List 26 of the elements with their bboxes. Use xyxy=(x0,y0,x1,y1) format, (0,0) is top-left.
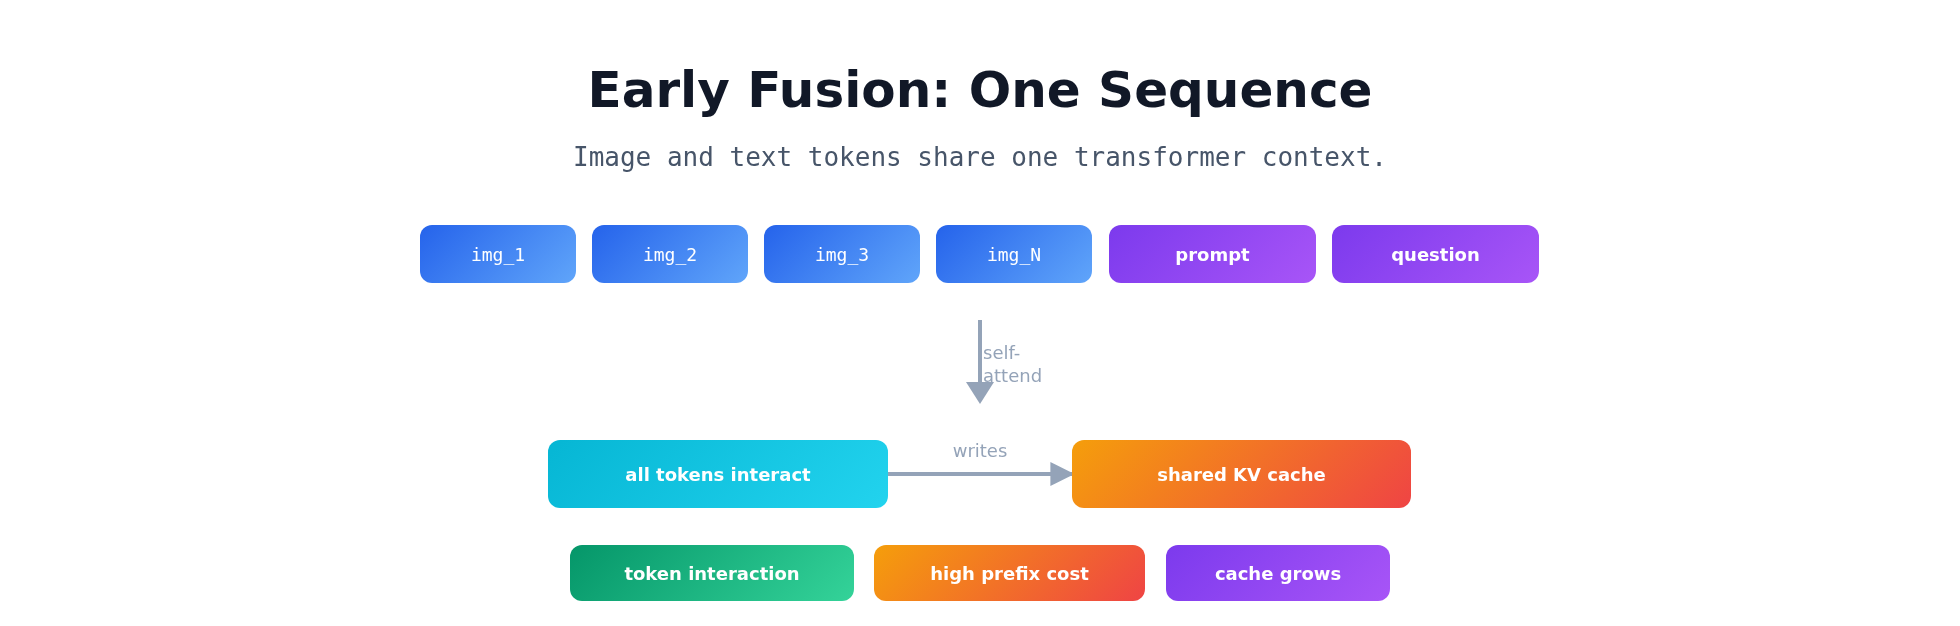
token-box xyxy=(1332,225,1539,283)
node-label: token interaction xyxy=(624,562,800,584)
node-label: all tokens interact xyxy=(625,463,811,485)
node-label: high prefix cost xyxy=(930,562,1089,584)
process-box xyxy=(1072,440,1411,508)
edge-label: writes xyxy=(951,440,1009,461)
token-box xyxy=(420,225,576,283)
node-label: cache grows xyxy=(1214,562,1342,584)
token-box xyxy=(764,225,920,283)
node-label: prompt xyxy=(1175,243,1250,265)
token-box xyxy=(592,225,748,283)
arrow-label: self-attend xyxy=(983,342,1044,387)
tag-box xyxy=(570,545,854,601)
node-label: img_2 xyxy=(642,243,698,265)
node-label: question xyxy=(1391,243,1480,265)
process-box xyxy=(548,440,888,508)
token-box xyxy=(1109,225,1316,283)
tag-box xyxy=(874,545,1145,601)
token-box xyxy=(936,225,1092,283)
node-label: shared KV cache xyxy=(1157,463,1326,485)
diagram-title: Early Fusion: One Sequence xyxy=(586,60,1374,121)
node-label: img_1 xyxy=(470,243,526,265)
node-label: img_3 xyxy=(814,243,870,265)
node-label: img_N xyxy=(986,243,1042,265)
subtitle: Image and text tokens share one transformer context. xyxy=(572,142,1388,172)
tag-box xyxy=(1166,545,1390,601)
